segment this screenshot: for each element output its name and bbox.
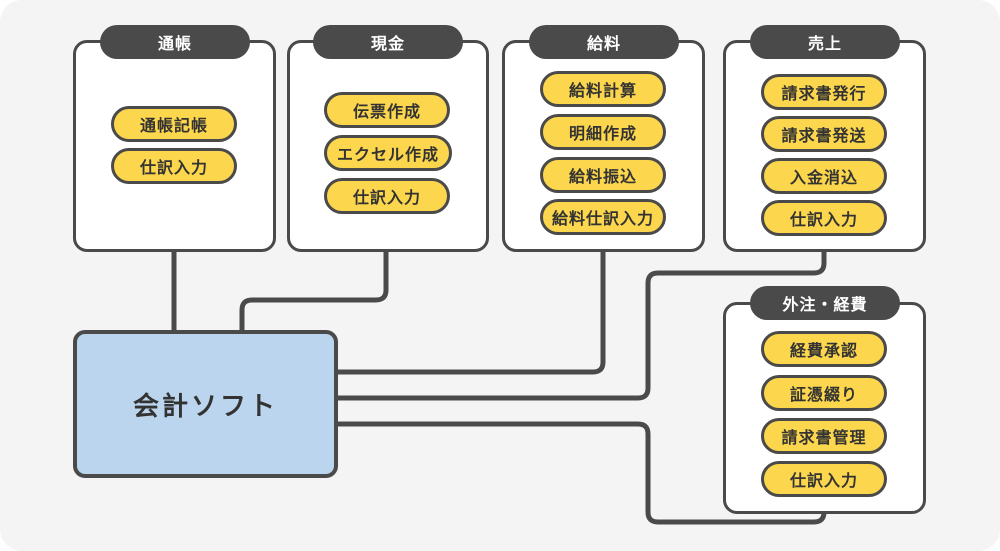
step-uriage-2: 請求書発送 (761, 116, 887, 152)
step-genkin-1: 伝票作成 (324, 92, 450, 128)
step-gaichu-1: 経費承認 (761, 331, 887, 367)
step-genkin-3: 仕訳入力 (324, 178, 450, 214)
group-uriage-title: 売上 (750, 25, 900, 59)
step-tsucho-1: 通帳記帳 (111, 106, 237, 142)
group-tsucho-title: 通帳 (100, 25, 250, 59)
group-kyuryo-title: 給料 (529, 25, 679, 59)
step-uriage-1: 請求書発行 (761, 74, 887, 110)
step-uriage-4: 仕訳入力 (761, 200, 887, 236)
step-gaichu-4: 仕訳入力 (761, 461, 887, 497)
group-genkin-title: 現金 (313, 25, 463, 59)
step-gaichu-2: 証憑綴り (761, 375, 887, 411)
group-gaichu-title: 外注・経費 (750, 286, 900, 320)
connector-genkin (239, 205, 389, 335)
step-kyuryo-4: 給料仕訳入力 (540, 199, 666, 235)
connector-uriage (333, 225, 827, 401)
step-kyuryo-1: 給料計算 (540, 71, 666, 107)
connector-gaichu (333, 421, 827, 525)
step-uriage-3: 入金消込 (761, 158, 887, 194)
step-genkin-2: エクセル作成 (324, 135, 452, 171)
step-kyuryo-3: 給料振込 (540, 157, 666, 193)
step-tsucho-2: 仕訳入力 (111, 148, 237, 184)
accounting-software-box: 会計ソフト (73, 330, 338, 478)
connector-kyuryo (333, 225, 606, 375)
group-tsucho (73, 40, 276, 252)
step-gaichu-3: 請求書管理 (761, 418, 887, 454)
step-kyuryo-2: 明細作成 (540, 114, 666, 150)
